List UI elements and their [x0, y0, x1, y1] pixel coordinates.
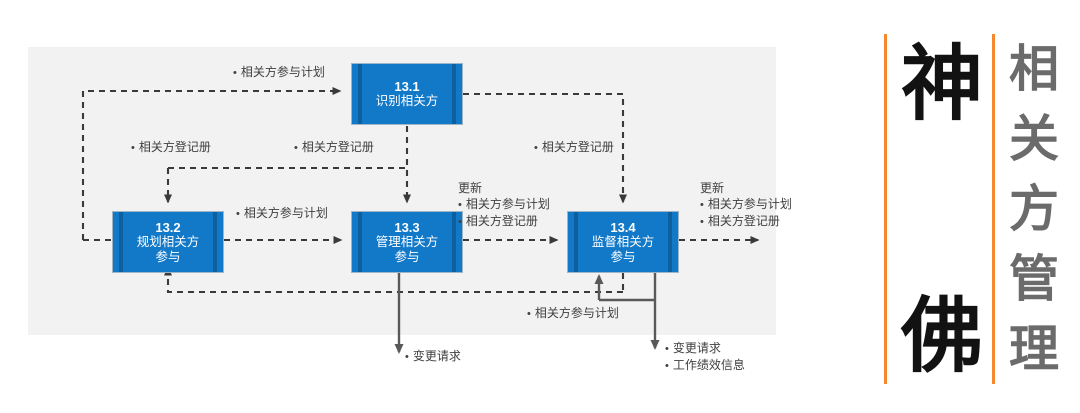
accent-rule-right — [992, 34, 995, 384]
subject-char-3: 方 — [1009, 180, 1059, 238]
flow-label-text: 变更请求 — [405, 348, 461, 365]
box-left-accent-bar — [358, 212, 362, 272]
process-number: 13.2 — [155, 219, 181, 235]
flow-label-item: 相关方登记册 — [458, 213, 550, 230]
flow-label-item: 相关方参与计划 — [458, 196, 550, 213]
process-title: 识别相关方 — [375, 94, 439, 109]
process-number: 13.1 — [394, 78, 420, 94]
brand-char-top: 神 — [900, 37, 983, 132]
box-right-accent-bar — [452, 212, 456, 272]
flow-label-item: 相关方参与计划 — [700, 196, 792, 213]
subject-char-1: 相 — [1009, 40, 1059, 98]
process-box-13-2[interactable]: 13.2 规划相关方 参与 — [112, 211, 224, 273]
flow-label-item: 相关方登记册 — [700, 213, 792, 230]
flow-label-text: 相关方参与计划 — [233, 64, 325, 81]
flow-label-stakeholder-register-center: 相关方登记册 — [294, 139, 374, 156]
subject-char-2: 关 — [1009, 110, 1059, 168]
process-title: 监督相关方 参与 — [591, 234, 655, 264]
process-title: 规划相关方 参与 — [136, 234, 200, 264]
flow-label-engagement-plan-feedback: 相关方参与计划 — [527, 305, 619, 322]
process-number: 13.4 — [610, 219, 636, 235]
flow-label-stakeholder-register-left: 相关方登记册 — [131, 139, 211, 156]
flow-label-engagement-plan-between-132-133: 相关方参与计划 — [236, 205, 328, 222]
brand-column: 神 佛 — [896, 34, 988, 384]
accent-rule-left — [884, 34, 887, 384]
process-box-13-3[interactable]: 13.3 管理相关方 参与 — [351, 211, 463, 273]
flow-label-stakeholder-engagement-plan-top: 相关方参与计划 — [233, 64, 325, 81]
flow-label-text: 相关方参与计划 — [527, 305, 619, 322]
flow-label-outputs-134: 变更请求 工作绩效信息 — [665, 340, 745, 374]
flow-label-text: 相关方登记册 — [534, 139, 614, 156]
box-left-accent-bar — [358, 64, 362, 124]
flow-label-change-request-133: 变更请求 — [405, 348, 461, 365]
flow-label-stakeholder-register-right: 相关方登记册 — [534, 139, 614, 156]
title-panel: 神 佛 相 关 方 管 理 — [876, 34, 1066, 384]
box-right-accent-bar — [668, 212, 672, 272]
process-title: 管理相关方 参与 — [375, 234, 439, 264]
flow-label-heading: 更新 — [700, 181, 725, 195]
process-number: 13.3 — [394, 219, 420, 235]
flow-label-text: 相关方参与计划 — [236, 205, 328, 222]
flow-label-updates-133-to-134: 更新 相关方参与计划 相关方登记册 — [458, 180, 550, 230]
subject-char-5: 理 — [1009, 320, 1059, 378]
box-right-accent-bar — [452, 64, 456, 124]
flow-label-item: 变更请求 — [665, 340, 745, 357]
flow-label-item: 工作绩效信息 — [665, 357, 745, 374]
flow-label-heading: 更新 — [458, 181, 483, 195]
flow-label-text: 相关方登记册 — [131, 139, 211, 156]
subject-char-4: 管 — [1009, 250, 1059, 308]
process-box-13-1[interactable]: 13.1 识别相关方 — [351, 63, 463, 125]
flow-label-updates-134-output: 更新 相关方参与计划 相关方登记册 — [700, 180, 792, 230]
process-box-13-4[interactable]: 13.4 监督相关方 参与 — [567, 211, 679, 273]
subject-column: 相 关 方 管 理 — [1002, 44, 1066, 374]
box-left-accent-bar — [119, 212, 123, 272]
box-left-accent-bar — [574, 212, 578, 272]
box-right-accent-bar — [213, 212, 217, 272]
flow-label-text: 相关方登记册 — [294, 139, 374, 156]
brand-char-bottom: 佛 — [900, 289, 983, 384]
